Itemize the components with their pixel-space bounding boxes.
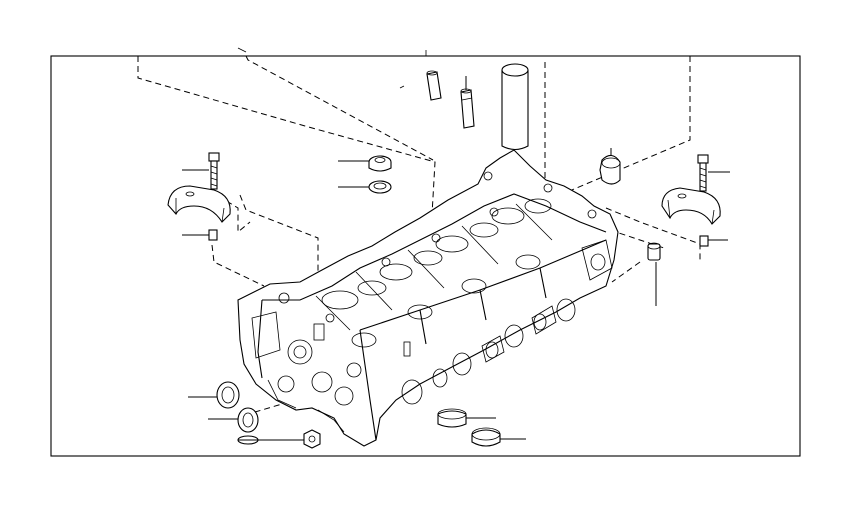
gasket-ring-front-2 xyxy=(237,407,259,433)
frame-top-ticks xyxy=(237,47,427,89)
knock-pin-left xyxy=(208,229,218,241)
gasket-ring-front-1 xyxy=(216,381,240,409)
assembly-dashed-lines xyxy=(137,55,701,416)
knock-pin-right xyxy=(699,235,709,247)
screw-plug xyxy=(647,242,661,261)
cap-bolt-right xyxy=(697,154,709,192)
gasket-ring-bottom-2 xyxy=(471,427,501,447)
hex-plug-front xyxy=(303,429,321,449)
stud-bolt-long xyxy=(460,88,475,129)
tight-plug xyxy=(599,154,621,185)
pipe-tube xyxy=(501,63,529,151)
stud-bolt-short xyxy=(426,70,442,101)
diagram-frame xyxy=(50,55,801,457)
camshaft-bearing-cap-right xyxy=(661,187,721,225)
valve-stem-oil-seal xyxy=(368,155,392,172)
gasket-ring-bottom-1 xyxy=(437,408,467,428)
cylinder-head xyxy=(237,149,619,447)
cap-bolt-left xyxy=(208,152,220,190)
camshaft-bearing-cap-left xyxy=(167,185,231,223)
valve-spring-seat xyxy=(368,180,392,194)
